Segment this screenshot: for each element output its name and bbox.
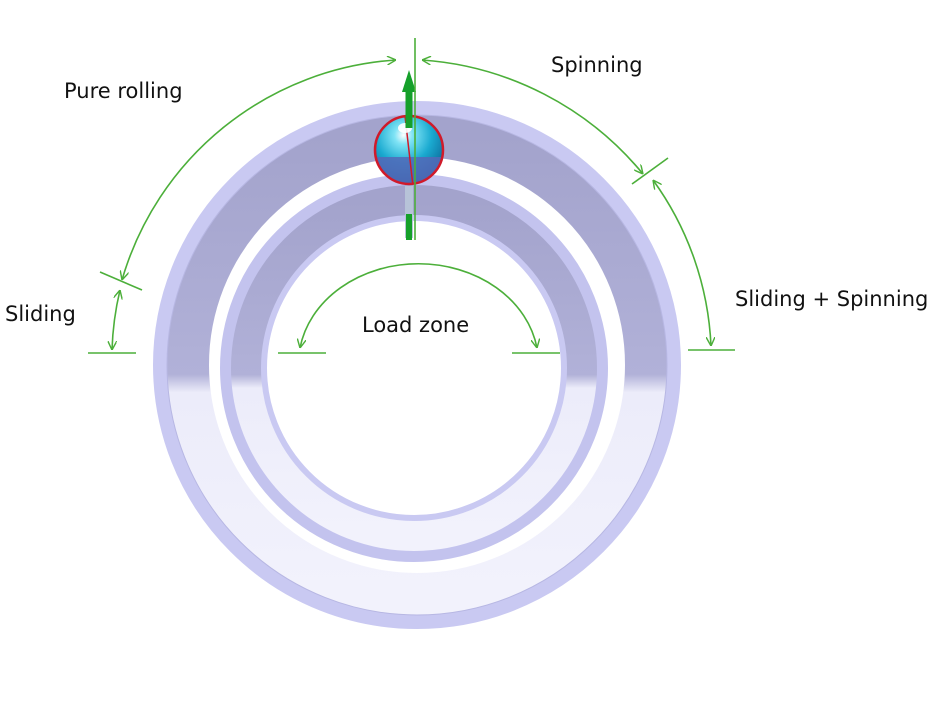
sliding-spinning-arc	[653, 180, 735, 351]
sliding-arc	[88, 290, 136, 354]
sliding-spinning-label: Sliding + Spinning	[735, 287, 929, 311]
spinning-label: Spinning	[551, 53, 643, 77]
load-zone-arc	[278, 262, 560, 354]
pure-rolling-label: Pure rolling	[64, 79, 183, 103]
pure-rolling-arc	[99, 38, 416, 291]
sliding-label: Sliding	[5, 302, 76, 326]
load-zone-label: Load zone	[362, 313, 470, 337]
spinning-arc	[422, 60, 669, 185]
load-arrow	[402, 70, 416, 240]
inner-ring	[220, 174, 608, 562]
